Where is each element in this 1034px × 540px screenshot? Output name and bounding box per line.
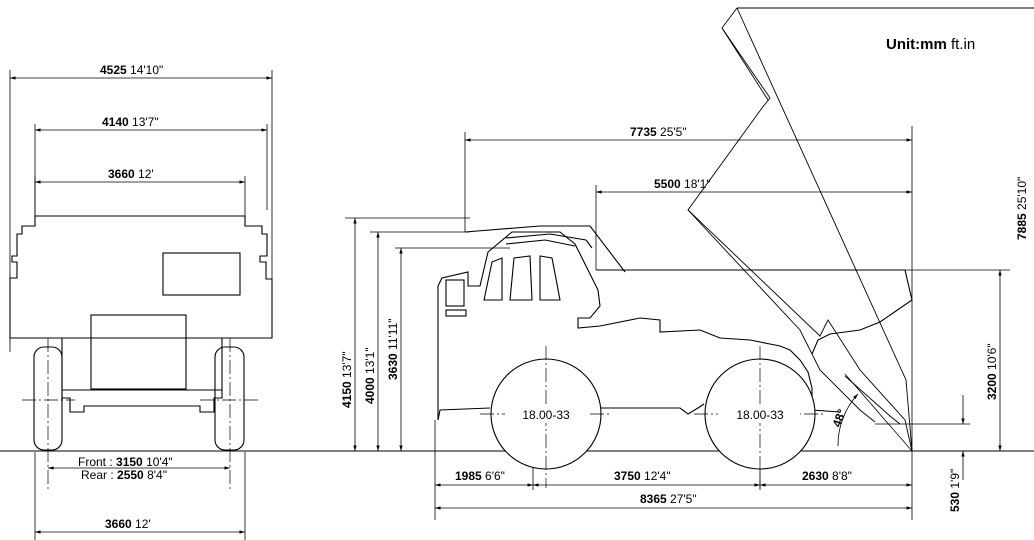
- tire-rear-label: 18.00-33: [736, 408, 784, 422]
- dim-ground-clearance: 530 1'9": [948, 469, 962, 512]
- dim-width-2: 4140 13'7": [102, 115, 159, 129]
- dim-tread-front: Front : 3150 10'4": [78, 455, 173, 469]
- dim-loading-height: 3200 10'6": [985, 343, 999, 400]
- dim-tread-rear: Rear : 2550 8'4": [81, 468, 167, 482]
- dim-width-3: 3660 12': [108, 167, 154, 181]
- unit-mm: Unit:mm: [886, 36, 947, 53]
- dim-bottom-width: 3660 12': [105, 517, 151, 531]
- dim-dump-height: 7885 25'10": [1015, 177, 1029, 240]
- dim-overall-length: 8365 27'5": [640, 492, 697, 506]
- side-view: 18.00-33 18.00-33 48° 7735 25'5" 5500 18…: [340, 7, 1034, 520]
- dim-height-2: 4000 13'1": [363, 347, 377, 404]
- dim-overall-height: 4150 13'7": [340, 351, 354, 408]
- dim-dump-angle: 48°: [830, 407, 849, 429]
- unit-label: Unit:mm ft.in: [886, 36, 975, 53]
- front-view: 4525 14'10" 4140 13'7" 3660 12' Front : …: [9, 63, 273, 540]
- tire-front-label: 18.00-33: [522, 408, 570, 422]
- dim-cab-height: 3630 11'11": [386, 318, 400, 380]
- dim-front-overhang: 1985 6'6": [455, 469, 505, 483]
- dim-wheelbase: 3750 12'4": [614, 469, 671, 483]
- dim-rear-overhang: 2630 8'8": [802, 469, 852, 483]
- dim-body-length: 7735 25'5": [630, 125, 687, 139]
- unit-ftin: ft.in: [951, 36, 976, 53]
- dim-body-inner-length: 5500 18'1": [654, 177, 711, 191]
- dim-overall-width: 4525 14'10": [100, 63, 163, 77]
